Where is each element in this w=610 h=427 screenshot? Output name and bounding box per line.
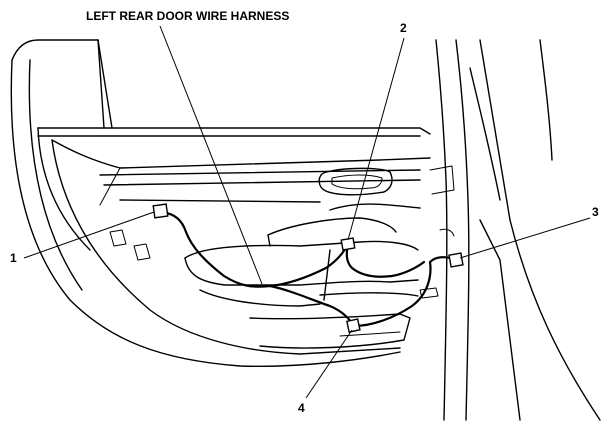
callout-1-leader: [23, 211, 155, 259]
callout-4-label: 4: [298, 401, 305, 415]
callout-2-label: 2: [400, 21, 407, 35]
callout-2-leader: [347, 37, 405, 241]
door-trim-panel: [51, 139, 431, 355]
connector-4: [346, 318, 361, 333]
connector-2: [340, 237, 356, 251]
callout-4-leader: [305, 329, 353, 399]
title-leader-line: [159, 25, 263, 285]
door-frame: [10, 39, 431, 367]
callout-3-leader: [459, 217, 591, 259]
callout-1-label: 1: [10, 251, 17, 265]
wire-harness: [160, 210, 458, 328]
callout-3-label: 3: [592, 205, 599, 219]
body-pillar: [419, 39, 601, 421]
connector-3: [448, 252, 464, 268]
diagram-title: LEFT REAR DOOR WIRE HARNESS: [86, 9, 289, 23]
connector-1: [152, 203, 169, 219]
